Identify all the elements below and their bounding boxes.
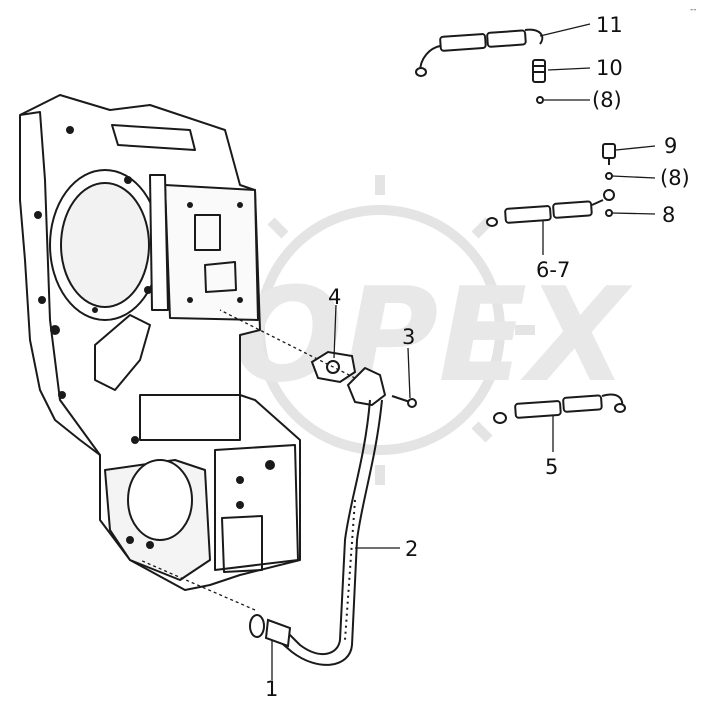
callout-3: 3 (402, 325, 415, 349)
transmission-housing (19, 94, 301, 591)
leader-lines (139, 23, 656, 680)
callout-11: 11 (596, 13, 623, 37)
callout-8: 8 (662, 203, 675, 227)
corner-mark: -- (690, 5, 697, 15)
hose-part-5 (493, 393, 626, 424)
hose-part-11 (415, 28, 544, 77)
adapter-part-10 (532, 59, 546, 104)
callout-5: 5 (545, 455, 558, 479)
callout-1: 1 (265, 677, 278, 701)
callout-8-ref-top: (8) (592, 88, 622, 112)
o-ring-part-1 (249, 614, 292, 648)
callout-4: 4 (328, 285, 341, 309)
hose-part-6-7 (486, 199, 604, 227)
callout-6-7: 6-7 (536, 258, 570, 282)
watermark-text: OPEX (233, 259, 634, 411)
callout-2: 2 (405, 537, 418, 561)
bolt-part-3 (391, 395, 417, 408)
watermark: OPEX (225, 175, 633, 485)
callout-9: 9 (664, 134, 677, 158)
callout-8-ref-mid: (8) (660, 166, 690, 190)
callout-10: 10 (596, 56, 623, 80)
pipe-part-2 (277, 367, 386, 666)
fitting-part-9 (602, 143, 616, 217)
callouts: 11 10 (8) 9 (8) 8 6-7 4 3 5 2 1 (265, 13, 690, 701)
